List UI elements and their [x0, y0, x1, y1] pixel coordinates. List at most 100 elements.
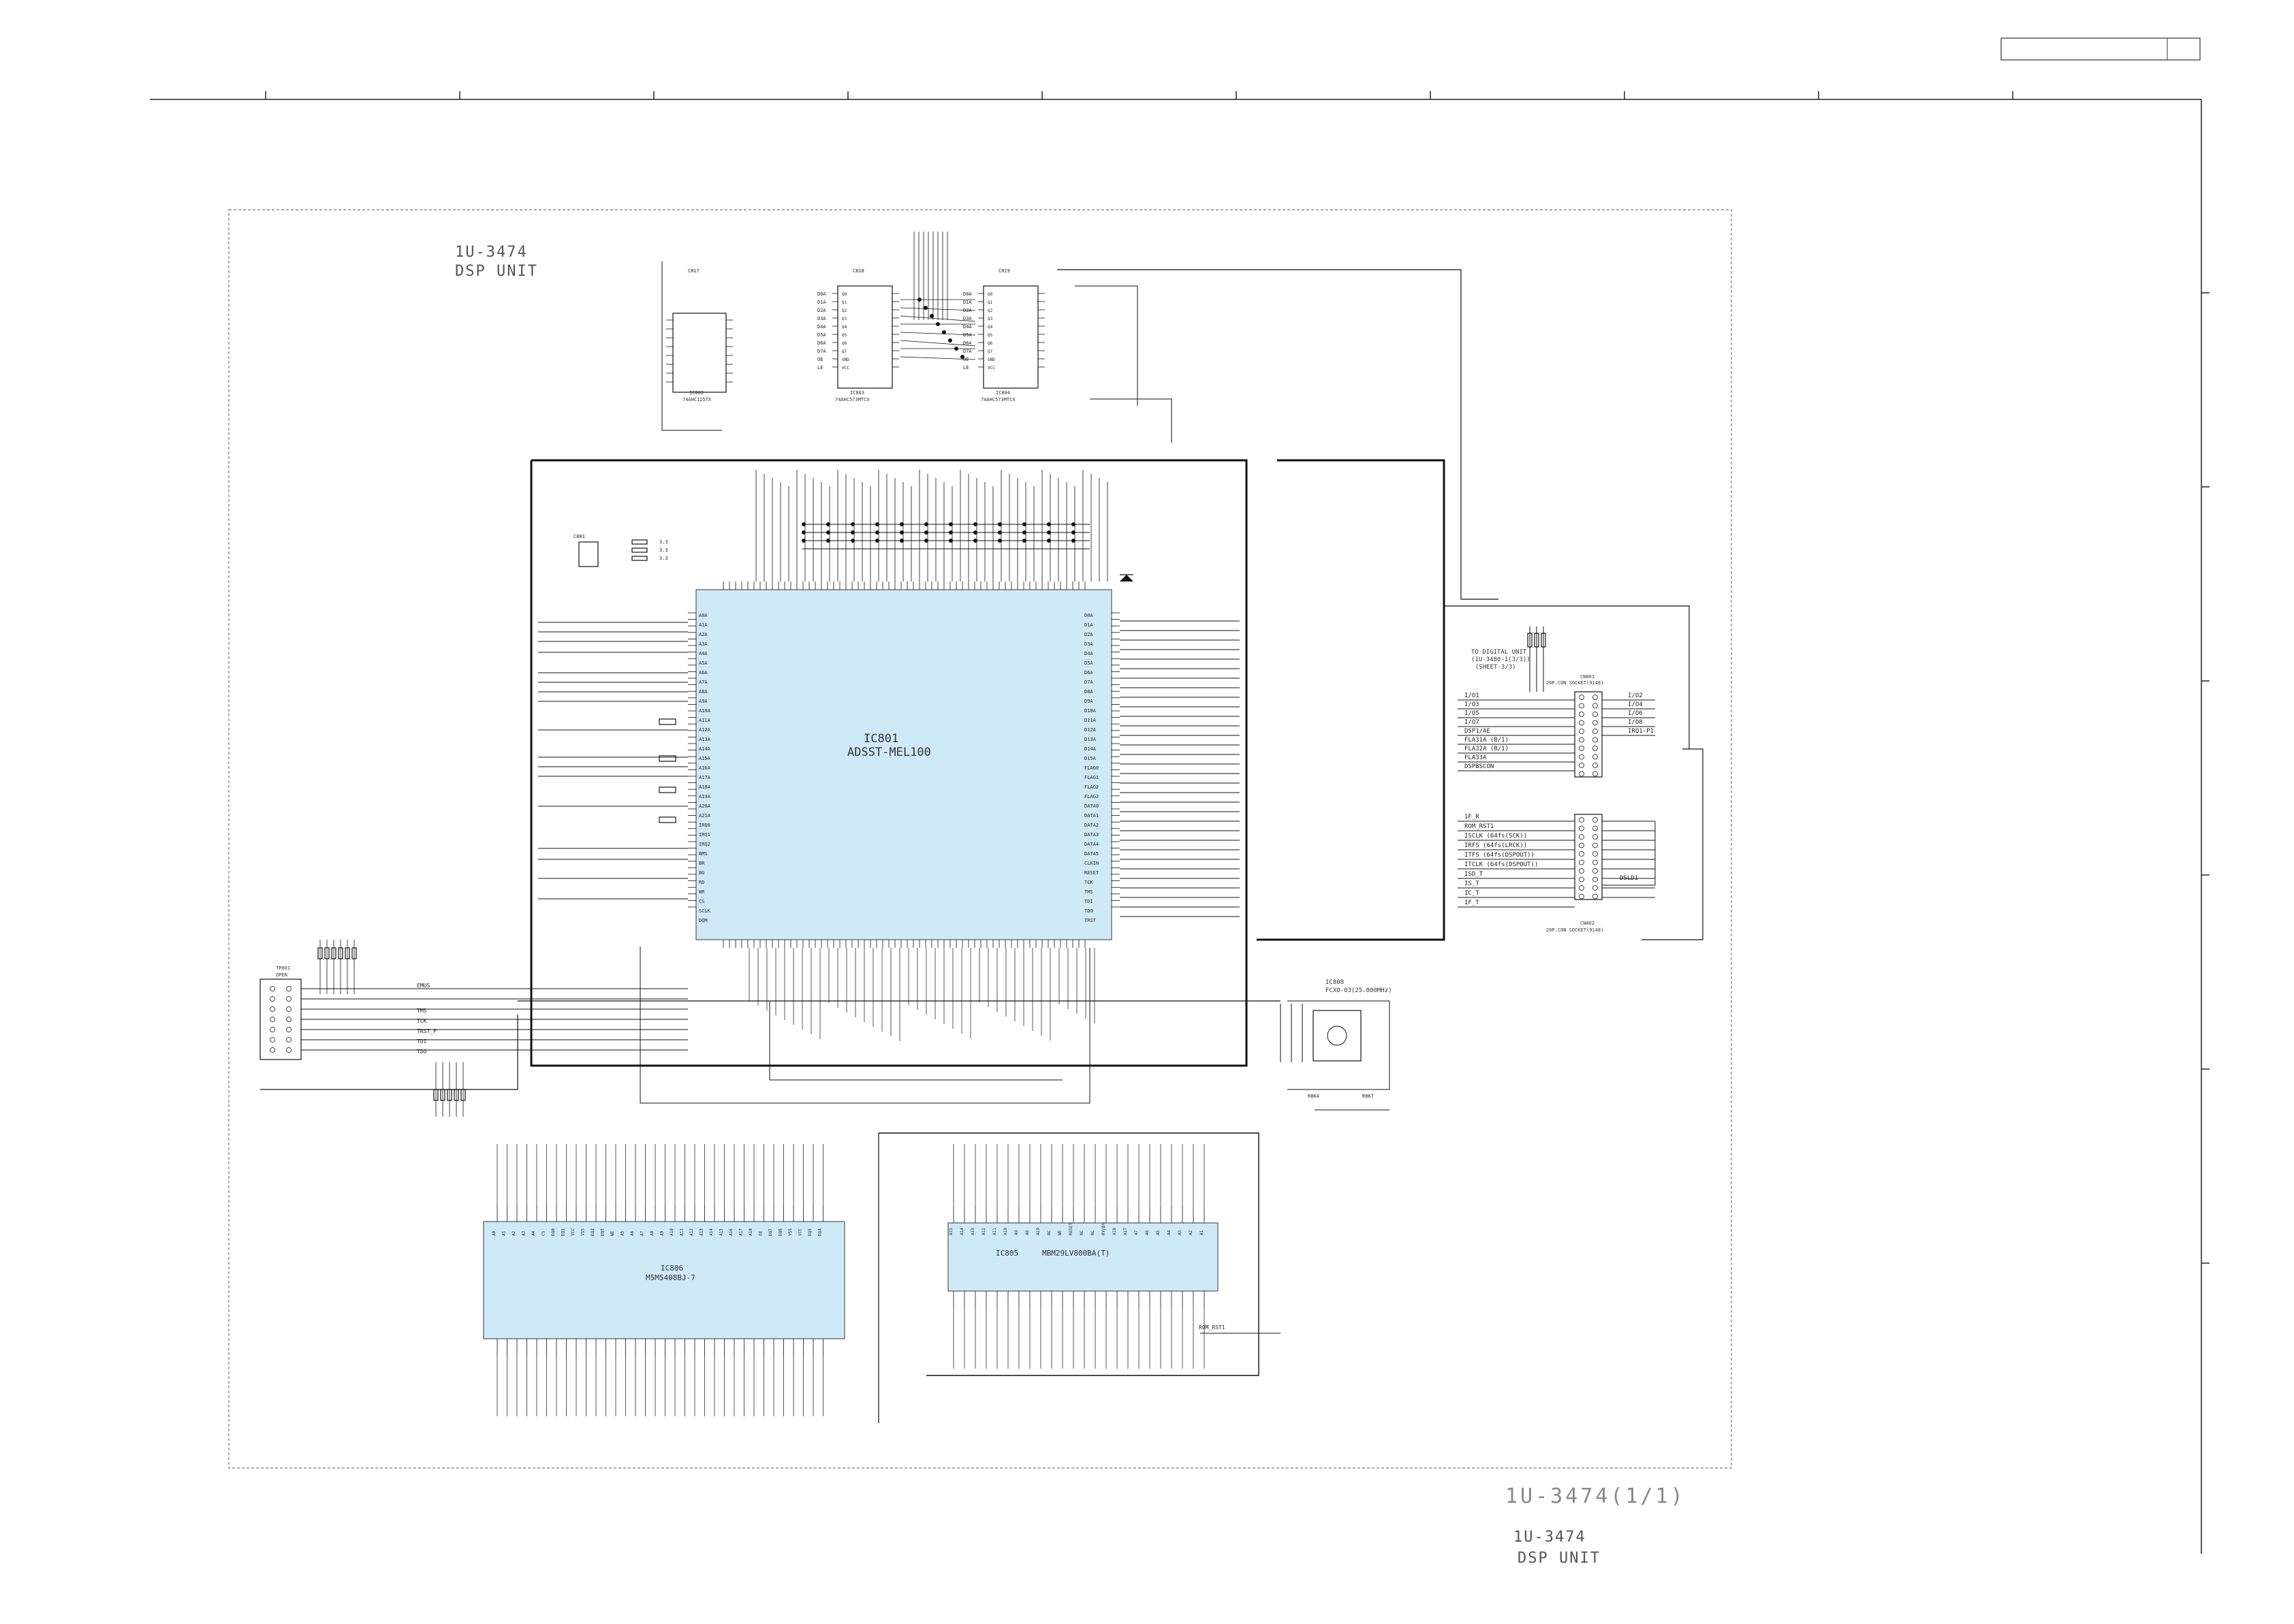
ic805-pin-name: NC — [1090, 1230, 1095, 1235]
cn802-pin — [1579, 876, 1584, 882]
cn801-pin — [1579, 720, 1584, 726]
cn801-left-signal: FLA33A — [1464, 754, 1487, 761]
bus-junction — [998, 522, 1002, 526]
cn801-left-signal: I/O1 — [1464, 692, 1479, 699]
ic804-in-pin: OE — [963, 357, 969, 362]
ic806-pin-name: A11 — [680, 1228, 685, 1236]
ic801-right-pin-name: FLAG1 — [1084, 775, 1099, 780]
ic805-pin-name: A3 — [1178, 1230, 1182, 1235]
ic806-pin-name: VSS — [581, 1228, 586, 1236]
board-name: DSP UNIT — [455, 263, 538, 280]
cn802-left-signal: IS_T — [1464, 880, 1479, 887]
cn802-ref: CN802 — [1580, 921, 1595, 926]
ic806-pin-name: A1 — [502, 1230, 507, 1236]
ic801-right-pin-name: FLAG0 — [1084, 765, 1099, 771]
tp801-pin — [286, 1037, 292, 1042]
ic805-pin-name: A9 — [1014, 1230, 1019, 1235]
ic805-body — [947, 1222, 1219, 1292]
ic801-left-pin-name: IRQ2 — [699, 842, 710, 847]
ic801-left-pin-name: A10A — [699, 708, 711, 714]
cn802-pin — [1592, 868, 1598, 874]
ic801-right-pin-name: CLKIN — [1084, 861, 1099, 866]
ic803-out-pin: Q4 — [842, 325, 847, 330]
ic805-pin-name: A8 — [1025, 1230, 1030, 1235]
tp801-pin — [286, 1027, 292, 1032]
ic803-in-pin: OE — [817, 357, 823, 362]
bus-junction — [802, 522, 806, 526]
ic801-left-pin-name: WR — [699, 889, 705, 895]
ic805-pin-name: RY/BY — [1101, 1223, 1106, 1235]
bus-junction — [875, 539, 879, 543]
ic801-left-pin-name: A11A — [699, 718, 711, 723]
jtag-net-name: TRST_P — [417, 1028, 437, 1034]
ic804-in-pin: D5A — [963, 332, 972, 338]
ic804-in-pin: D6A — [963, 340, 972, 346]
ic806-pin-name: DQ2 — [591, 1228, 595, 1236]
bus-junction — [851, 522, 855, 526]
bus-junction — [973, 522, 977, 526]
resistor — [440, 1089, 445, 1101]
ic801-right-pin-name: TRST — [1084, 918, 1097, 923]
ic805-pin-name: A2 — [1189, 1230, 1193, 1235]
ic801-part: ADSST-MEL100 — [847, 746, 931, 759]
ic801-left-pin-name: A14A — [699, 746, 711, 752]
ic806-pin-name: A9 — [660, 1230, 665, 1236]
ic805-pin-name: NC — [1047, 1230, 1052, 1235]
tp801-pin — [270, 996, 275, 1002]
latch-junction — [924, 306, 928, 310]
ic803-in-pin: D1A — [817, 300, 826, 305]
ic806-pin-name: DQ1 — [561, 1228, 566, 1236]
ic803-out-pin: Q3 — [842, 317, 847, 321]
ic806-pin-name: A18 — [749, 1228, 753, 1236]
cn801-left-signal: FLA31A (B/1) — [1464, 737, 1509, 744]
ic801-right-pin-name: D13A — [1084, 737, 1097, 742]
ic804-out-pin: Q0 — [988, 292, 993, 297]
cn802-left-signal: IF_T — [1464, 899, 1479, 906]
ic804-in-pin: D3A — [963, 316, 972, 321]
cn802-left-signal: ROM_RST1 — [1464, 823, 1494, 830]
ic804-in-pin: D7A — [963, 349, 972, 354]
digital-unit-title: TO DIGITAL UNIT — [1471, 649, 1527, 656]
board-label: 1U-3474 — [455, 244, 528, 261]
r864-ref: R864 — [1308, 1094, 1319, 1099]
cn802-body — [1574, 814, 1603, 900]
sheet-reference: 1U-3474(1/1) — [1505, 1484, 1686, 1508]
ic804-ref: IC804 — [996, 390, 1011, 396]
bus-junction — [1047, 539, 1051, 543]
control-line — [1090, 398, 1172, 443]
c801-ref: C801 — [574, 534, 585, 539]
footer-label: 1U-3474 — [1513, 1529, 1586, 1546]
ic806-body — [483, 1221, 845, 1339]
ic806-pin-name: A14 — [709, 1228, 714, 1236]
ic806-pin-name: A7 — [640, 1230, 645, 1236]
ic801-left-pin-name: A19A — [699, 794, 711, 799]
ic802-body — [672, 313, 727, 393]
cn802-pin — [1592, 859, 1598, 865]
latch-link — [900, 332, 976, 336]
tp801-pin — [286, 1017, 292, 1022]
bus-junction — [1022, 539, 1026, 543]
bus-junction — [900, 530, 904, 535]
bus-junction — [1071, 539, 1075, 543]
ic805-pin-name: RESET — [1069, 1223, 1073, 1235]
ic806-pin-name: A15 — [719, 1228, 724, 1236]
bus-junction — [924, 530, 928, 535]
ic806-pin-name: A2 — [512, 1230, 516, 1236]
ic806-pin-name: A6 — [630, 1230, 635, 1236]
control-line — [1075, 285, 1138, 406]
resistor-value: 3.3 — [659, 539, 668, 545]
bus-junction — [1022, 522, 1026, 526]
ic803-in-pin: D2A — [817, 308, 826, 313]
ic804-in-pin: D4A — [963, 324, 972, 330]
cn801-right-signal: I/O8 — [1628, 719, 1643, 726]
ic805-ref: IC805 — [996, 1249, 1019, 1258]
cn802-pin — [1579, 825, 1584, 831]
ic805-pin-name: A19 — [1036, 1228, 1041, 1235]
jtag-net-name: TDI — [417, 1038, 427, 1045]
crystal-symbol — [1327, 1025, 1347, 1046]
ic806-pin-name: A8 — [650, 1230, 655, 1236]
cn801-left-signal: I/O5 — [1464, 710, 1479, 717]
latch-junction — [948, 338, 952, 343]
ic801-right-pin-name: TDO — [1084, 908, 1093, 914]
ic804-out-pin: Q5 — [988, 333, 993, 338]
